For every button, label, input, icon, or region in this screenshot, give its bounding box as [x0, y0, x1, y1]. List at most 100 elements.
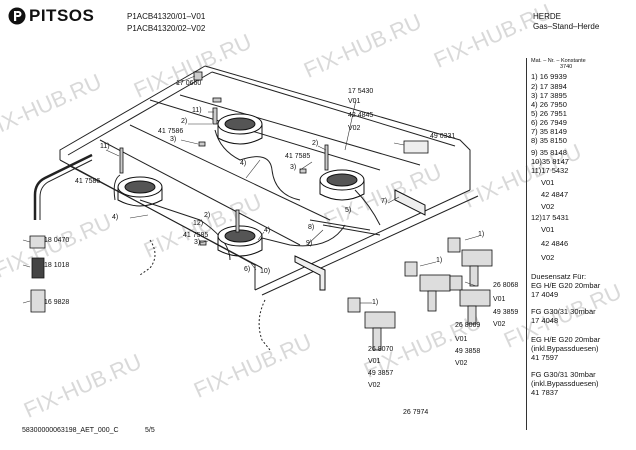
- thermocouple-line: [354, 189, 381, 226]
- gas-pipe: [33, 153, 93, 220]
- electrode-part: [235, 209, 240, 233]
- callout-label: 3): [290, 164, 297, 171]
- callout-label: 11): [100, 143, 110, 150]
- frame-tube: [59, 65, 206, 160]
- part-item: 42 4846: [541, 239, 569, 248]
- gas-pipe: [39, 159, 93, 220]
- part-item: V02: [541, 253, 555, 262]
- frame-tube: [254, 189, 471, 291]
- fitting-part: [30, 289, 46, 313]
- part-item: 11)17 5432: [531, 166, 569, 175]
- nozzle-line: EG H/E G20 20mbar: [531, 335, 601, 344]
- document-id: 58300000063198_AET_000_C: [22, 427, 119, 434]
- part-item: V01: [541, 178, 555, 187]
- callout-label: 18 0470: [44, 237, 70, 244]
- part-item: V02: [541, 202, 555, 211]
- frame-tube: [211, 71, 456, 147]
- callout-label: 17 0660: [176, 80, 202, 87]
- parts-list-header-sub: 3740: [560, 64, 573, 70]
- callout-label: 5): [345, 207, 352, 214]
- thermocouple-line: [309, 219, 371, 231]
- part-item: 6) 26 7949: [531, 118, 567, 127]
- gas-tap: [449, 275, 491, 325]
- callout-label: 3): [194, 239, 201, 246]
- callout-label: V02: [455, 360, 468, 367]
- thermocouple-line: [322, 224, 381, 236]
- frame-tube: [179, 94, 421, 166]
- bracket: [394, 189, 426, 216]
- thermocouple-line: [113, 174, 121, 201]
- burner: [217, 113, 263, 145]
- part-item: 4) 26 7950: [531, 100, 567, 109]
- frame-tube: [149, 99, 381, 171]
- brand-logo: PITSOS: [8, 6, 94, 26]
- bracket: [294, 255, 326, 291]
- thermocouple-line: [258, 299, 271, 351]
- page-number: 5/5: [145, 427, 155, 434]
- part-item: V01: [541, 225, 555, 234]
- callout-label: 11): [192, 107, 202, 114]
- nut-part: [29, 235, 46, 249]
- callout-label: 4): [264, 227, 271, 234]
- bracket-part: [403, 140, 429, 154]
- callout-label: 17 5430: [348, 88, 374, 95]
- pitsos-logo-icon: [8, 7, 26, 25]
- callout-label: 42 4845: [348, 112, 374, 119]
- callout-label: 8): [308, 224, 315, 231]
- callout-label: V02: [493, 321, 506, 328]
- brand-name: PITSOS: [29, 6, 95, 25]
- callout-label: V01: [493, 296, 506, 303]
- part-item: 5) 26 7951: [531, 109, 567, 118]
- part-item: 3) 17 3895: [531, 91, 567, 100]
- category: HERDE: [533, 12, 562, 21]
- nozzle-line: FG G30/31 30mbar: [531, 370, 596, 379]
- callout-label: 4): [112, 214, 119, 221]
- burner: [117, 176, 163, 207]
- callout-label: 49 3858: [455, 348, 481, 355]
- thermocouple-line: [139, 239, 156, 276]
- subcategory: Gas–Stand–Herde: [533, 22, 600, 31]
- thermocouple-line: [139, 199, 231, 261]
- gas-tap: [404, 261, 451, 312]
- part-item: 42 4847: [541, 190, 569, 199]
- part-item: 8) 35 8150: [531, 136, 567, 145]
- gas-tap: [447, 237, 493, 287]
- sidebar-divider: [526, 58, 527, 430]
- callout-label: V01: [455, 336, 468, 343]
- nozzle-line: EG H/E G20 20mbar: [531, 281, 601, 290]
- nozzle-line: 17 4049: [531, 290, 559, 299]
- callout-label: 12): [193, 220, 204, 227]
- nozzle-line: 41 7837: [531, 388, 559, 397]
- electrode-part: [119, 147, 124, 174]
- frame-tube: [67, 164, 263, 269]
- valve-part: [31, 257, 45, 279]
- callout-label: 1): [478, 231, 485, 238]
- callout-label: 6): [244, 266, 251, 273]
- part-item: 1) 16 9939: [531, 72, 567, 81]
- electrode-part: [324, 144, 329, 171]
- gas-tap: [347, 297, 396, 351]
- callout-label: 16 9828: [44, 299, 70, 306]
- burner: [217, 225, 263, 257]
- callout-label: 26 8069: [455, 322, 481, 329]
- frame-tube: [99, 139, 301, 246]
- nozzle-line: (inkl.Bypassduesen): [531, 379, 599, 388]
- callout-label: 49 3857: [368, 370, 394, 377]
- frame-tube: [204, 65, 471, 190]
- callout-label: 4): [240, 160, 247, 167]
- callout-label: 1): [436, 257, 443, 264]
- part-item: 10)35 8147: [531, 157, 569, 166]
- callout-label: 41 7585: [285, 153, 311, 160]
- thermocouple-line: [214, 129, 301, 201]
- leader-lines: [22, 75, 480, 304]
- callout-label: 18 1018: [44, 262, 70, 269]
- model-line-2: P1ACB41320/02–V02: [127, 24, 206, 33]
- callout-label: 2): [204, 212, 211, 219]
- nozzle-part: [212, 97, 222, 103]
- nozzle-title: Duesensatz Für:: [531, 272, 587, 281]
- burner: [319, 169, 365, 201]
- callout-label: 26 7974: [403, 409, 429, 416]
- gas-taps: [347, 237, 493, 351]
- callout-label: 49 3859: [493, 309, 519, 316]
